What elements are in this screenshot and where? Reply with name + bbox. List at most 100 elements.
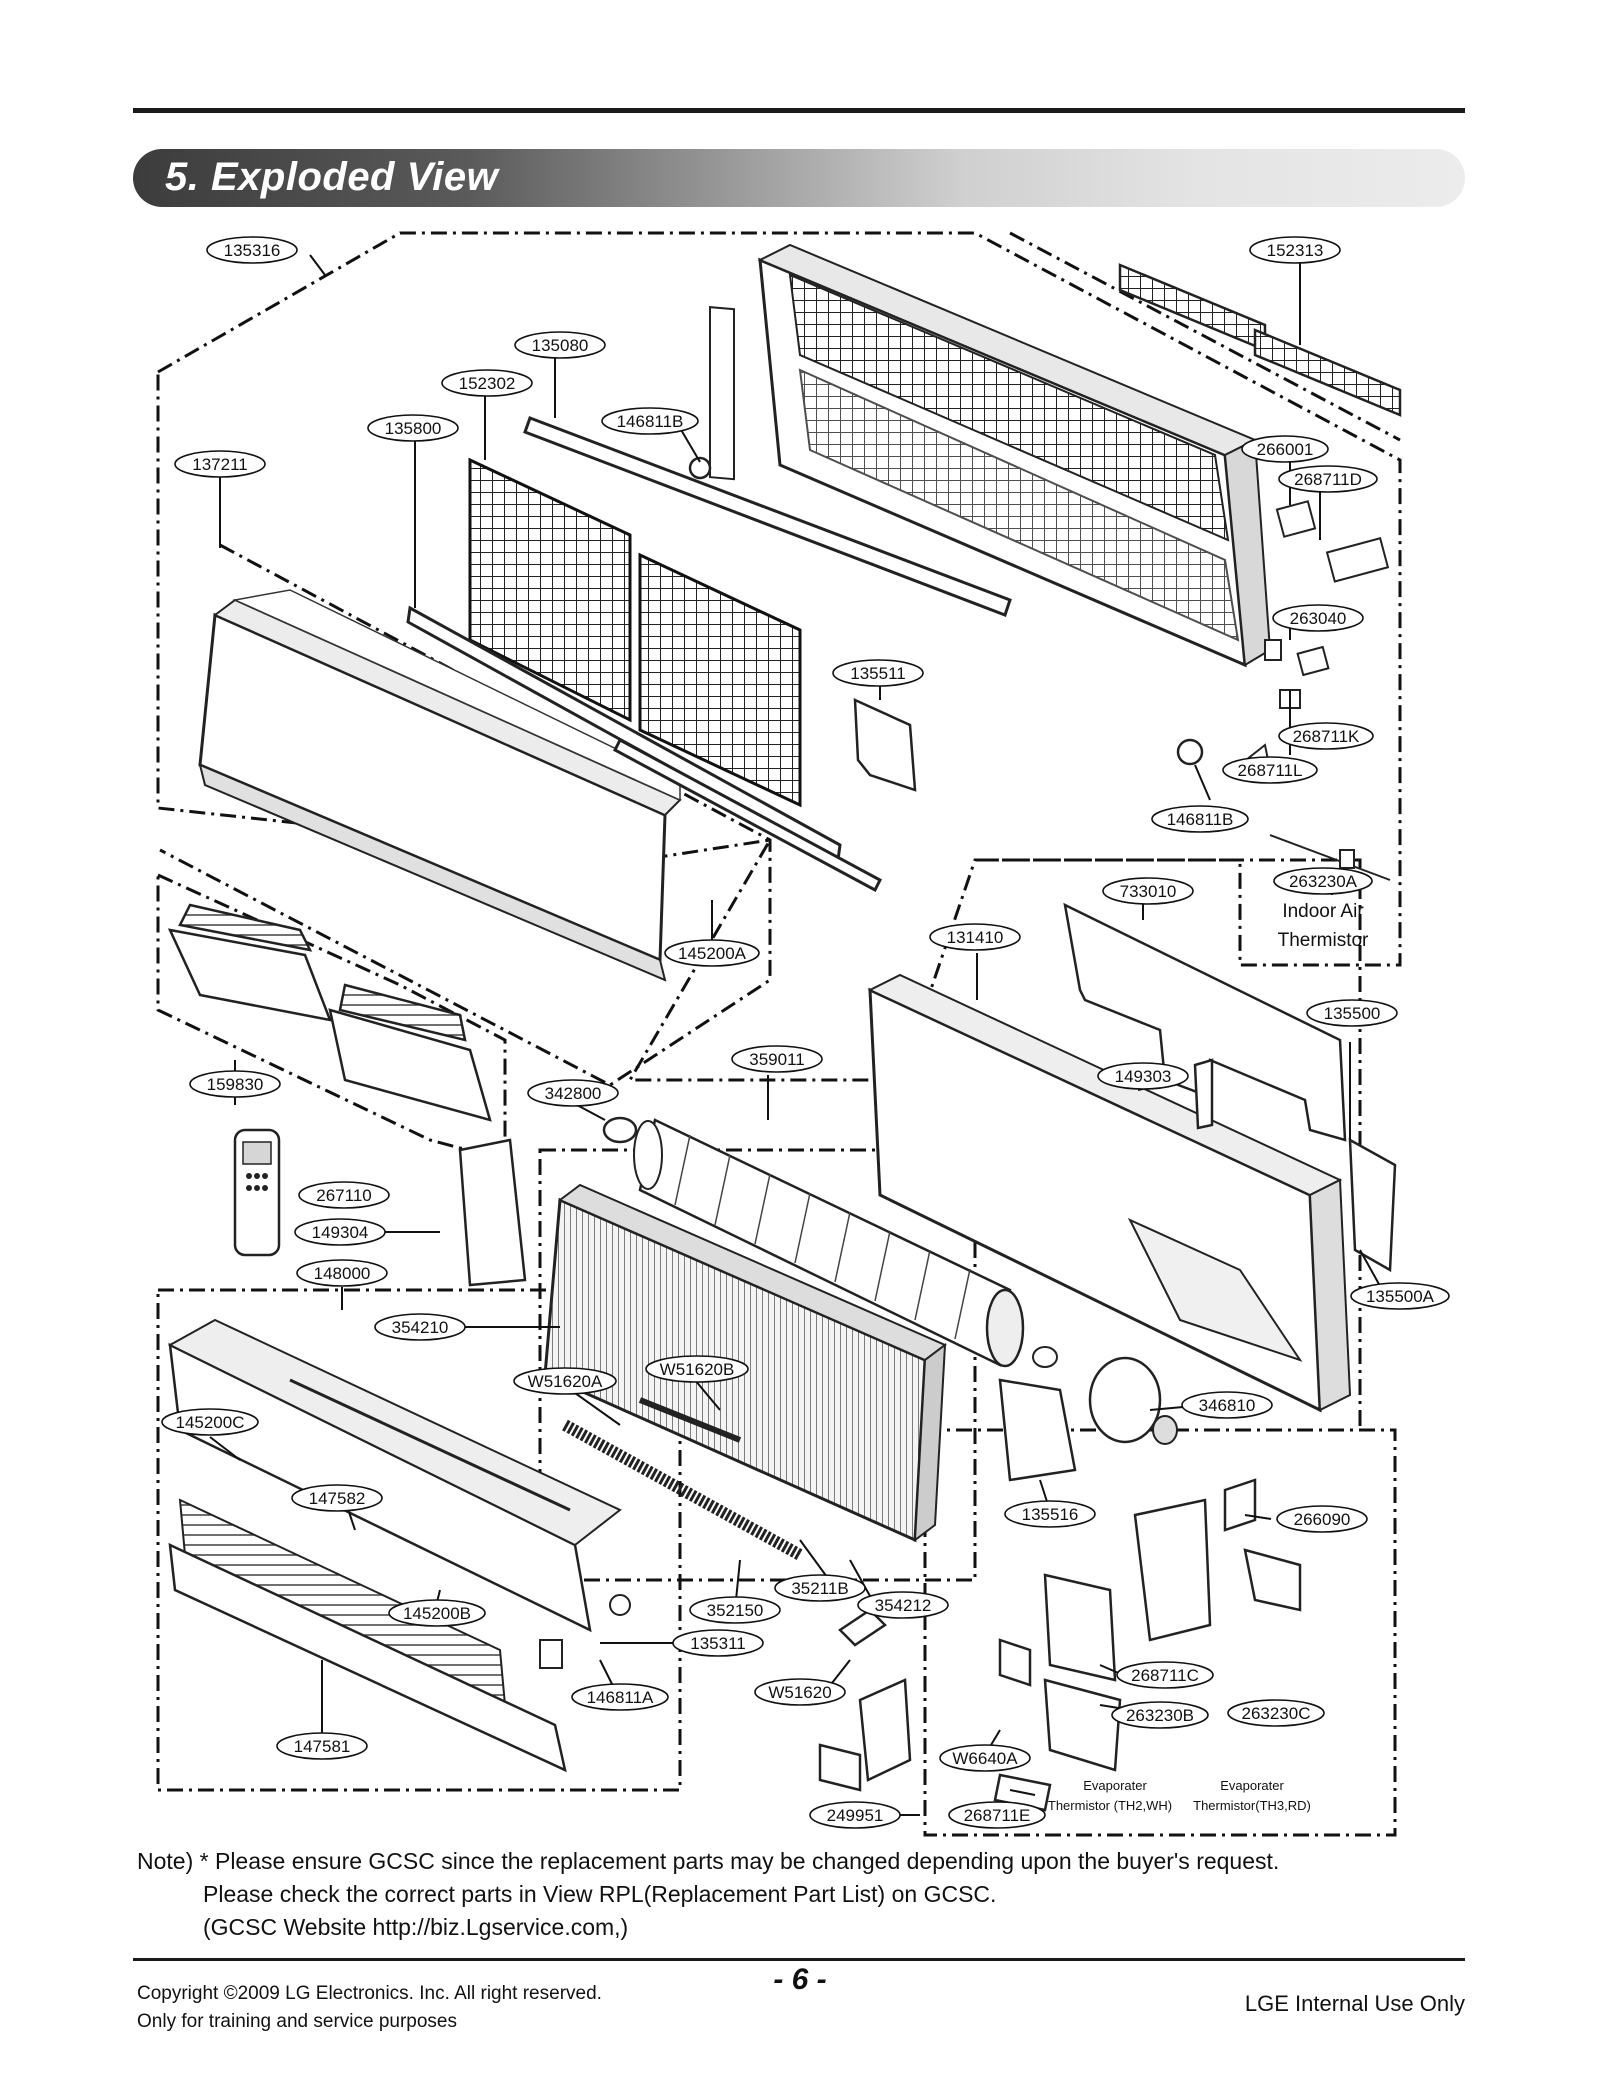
svg-text:131410: 131410 <box>947 928 1004 947</box>
callout-346810: 346810 <box>1181 1391 1273 1419</box>
top-rule <box>133 108 1465 113</box>
callout-145200B: 145200B <box>388 1599 486 1627</box>
callout-149304: 149304 <box>294 1218 386 1246</box>
control-box <box>818 1478 1302 1812</box>
callout-146811A: 146811A <box>571 1683 669 1711</box>
callout-354210: 354210 <box>374 1313 466 1341</box>
callout-135316: 135316 <box>206 236 298 264</box>
svg-text:146811A: 146811A <box>587 1688 654 1707</box>
svg-text:149304: 149304 <box>312 1223 369 1242</box>
outline-control-box <box>923 1428 1397 1837</box>
callout-135500: 135500 <box>1306 999 1398 1027</box>
callout-146811B-bottom: 146811B <box>1151 805 1249 833</box>
callout-148000: 148000 <box>296 1259 388 1287</box>
callout-268711E: 268711E <box>948 1801 1046 1829</box>
svg-text:W6640A: W6640A <box>952 1749 1018 1768</box>
svg-text:359011: 359011 <box>749 1050 804 1069</box>
callout-159830: 159830 <box>189 1070 281 1098</box>
callout-152313: 152313 <box>1249 236 1341 264</box>
svg-text:266001: 266001 <box>1257 440 1314 459</box>
callout-359011: 359011 <box>731 1045 823 1073</box>
svg-text:352150: 352150 <box>707 1601 764 1620</box>
remote-controller <box>233 1128 281 1257</box>
svg-text:263040: 263040 <box>1290 609 1347 628</box>
callout-35211B: 35211B <box>774 1574 866 1602</box>
callout-147582: 147582 <box>291 1484 383 1512</box>
page-number: - 6 - <box>773 1963 827 1996</box>
piping-parts <box>1193 1058 1397 1273</box>
callout-135311: 135311 <box>672 1629 764 1657</box>
svg-text:268711C: 268711C <box>1131 1666 1199 1685</box>
callout-263230B: 263230B <box>1111 1701 1209 1729</box>
callout-135516: 135516 <box>1004 1500 1096 1528</box>
svg-text:733010: 733010 <box>1120 882 1177 901</box>
cross-flow-fan <box>633 1118 1025 1368</box>
footer-left: Copyright ©2009 LG Electronics. Inc. All… <box>137 1980 602 2036</box>
motor-holder <box>998 1378 1077 1482</box>
callout-135800: 135800 <box>367 414 459 442</box>
svg-text:149303: 149303 <box>1115 1067 1172 1086</box>
callout-131410: 131410 <box>929 923 1021 951</box>
pipe-connector <box>838 1608 887 1647</box>
note-block: Note) * Please ensure GCSC since the rep… <box>137 1845 1279 1944</box>
svg-text:263230C: 263230C <box>1241 1704 1310 1723</box>
callout-263230C: 263230C <box>1227 1699 1325 1727</box>
svg-text:135800: 135800 <box>385 419 442 438</box>
callout-W51620: W51620 <box>754 1678 846 1706</box>
air-filters <box>468 457 802 808</box>
label-evap-th3-2: Thermistor(TH3,RD) <box>1193 1798 1311 1813</box>
svg-text:145200A: 145200A <box>678 944 747 963</box>
label-indoor-air: Indoor Air <box>1282 901 1364 922</box>
svg-text:354210: 354210 <box>392 1318 449 1337</box>
svg-text:W51620B: W51620B <box>660 1360 735 1379</box>
svg-text:146811B: 146811B <box>1167 810 1234 829</box>
svg-text:135316: 135316 <box>224 241 281 260</box>
callout-342800: 342800 <box>527 1079 619 1107</box>
callout-268711D: 268711D <box>1278 465 1378 493</box>
svg-text:267110: 267110 <box>316 1186 371 1205</box>
note-line-2: Please check the correct parts in View R… <box>203 1881 997 1907</box>
callout-135500A: 135500A <box>1350 1282 1450 1310</box>
callout-267110: 267110 <box>298 1181 390 1209</box>
callout-146811B-top: 146811B <box>601 407 699 435</box>
callout-147581: 147581 <box>276 1732 368 1760</box>
bracket-135511 <box>853 698 917 792</box>
note-line-3: (GCSC Website http://biz.Lgservice.com,) <box>203 1914 629 1940</box>
upper-right-small-parts <box>1244 500 1391 881</box>
svg-text:268711E: 268711E <box>964 1806 1031 1825</box>
svg-text:346810: 346810 <box>1199 1396 1256 1415</box>
internal-use-text: LGE Internal Use Only <box>1244 1991 1465 2016</box>
part-callouts: 135316 152313 135080 152302 146811B 1358… <box>161 236 1450 1829</box>
svg-text:268711L: 268711L <box>1238 761 1303 780</box>
note-line-1: Note) * Please ensure GCSC since the rep… <box>137 1848 1280 1874</box>
callout-W6640A: W6640A <box>939 1744 1031 1772</box>
exploded-view-diagram: 135316 152313 135080 152302 146811B 1358… <box>156 231 1450 1837</box>
label-evap-th3-1: Evaporater <box>1220 1778 1284 1793</box>
front-panel <box>198 589 682 982</box>
callout-263230A: 263230A <box>1273 867 1373 895</box>
left-support <box>458 1138 527 1287</box>
label-indoor-thermistor: Thermistor <box>1278 930 1369 951</box>
callout-352150: 352150 <box>689 1596 781 1624</box>
svg-text:135311: 135311 <box>690 1634 745 1653</box>
svg-text:152313: 152313 <box>1267 241 1324 260</box>
callout-733010: 733010 <box>1102 877 1194 905</box>
svg-text:147582: 147582 <box>309 1489 366 1508</box>
svg-text:263230B: 263230B <box>1126 1706 1194 1725</box>
outline-evaporator <box>538 1148 977 1582</box>
svg-text:148000: 148000 <box>314 1264 371 1283</box>
discharge-grille <box>167 1318 631 1773</box>
callout-263040: 263040 <box>1272 604 1364 632</box>
chassis <box>867 973 1352 1413</box>
training-text: Only for training and service purposes <box>137 2011 457 2032</box>
section-title: 5. Exploded View <box>165 155 499 199</box>
label-evap-th2-1: Evaporater <box>1083 1778 1147 1793</box>
callout-354212: 354212 <box>857 1591 949 1619</box>
outline-lower-left <box>156 1288 682 1792</box>
svg-text:135500: 135500 <box>1324 1004 1381 1023</box>
callout-249951: 249951 <box>809 1801 901 1829</box>
svg-text:135511: 135511 <box>850 664 905 683</box>
svg-text:145200B: 145200B <box>403 1604 471 1623</box>
callout-145200C: 145200C <box>161 1408 259 1436</box>
stepping-motor-top <box>688 456 712 480</box>
